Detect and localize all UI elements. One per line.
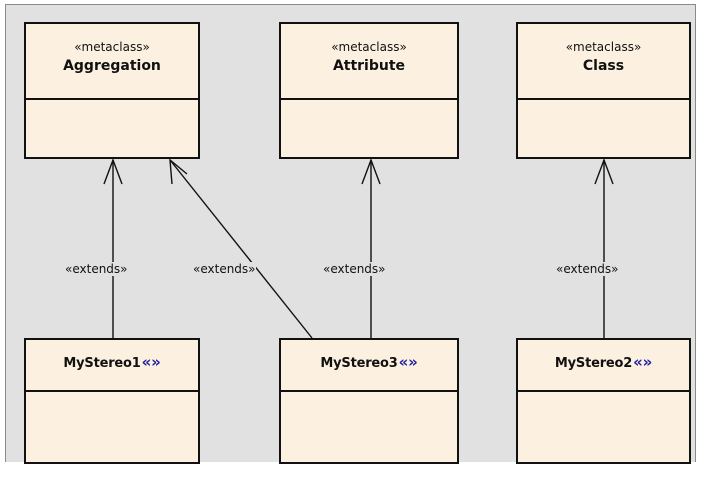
metaclass-attribute-header: «metaclass» Attribute bbox=[281, 24, 457, 100]
stereotype-mystereo3-header: MyStereo3«» bbox=[281, 340, 457, 392]
arrowhead-1 bbox=[103, 158, 123, 185]
arrowhead-2 bbox=[169, 158, 188, 185]
stereotype-mystereo1[interactable]: MyStereo1«» bbox=[24, 338, 200, 464]
stereotype-mystereo3[interactable]: MyStereo3«» bbox=[279, 338, 459, 464]
metaclass-name: Class bbox=[582, 58, 625, 74]
metaclass-stereotype-label: «metaclass» bbox=[74, 40, 150, 54]
extends-label-4: «extends» bbox=[556, 262, 619, 276]
extends-connector-2[interactable] bbox=[169, 159, 313, 339]
stereotype-name: MyStereo2 bbox=[554, 356, 633, 371]
metaclass-aggregation-header: «metaclass» Aggregation bbox=[26, 24, 198, 100]
extends-label-3: «extends» bbox=[323, 262, 386, 276]
stereotype-title: MyStereo3«» bbox=[281, 354, 457, 372]
stereotype-icon: «» bbox=[141, 353, 161, 371]
metaclass-stereotype-label: «metaclass» bbox=[565, 40, 642, 54]
stereotype-mystereo1-header: MyStereo1«» bbox=[26, 340, 198, 392]
metaclass-stereotype-label: «metaclass» bbox=[331, 40, 407, 54]
arrowhead-3 bbox=[361, 158, 381, 185]
stereotype-name: MyStereo3 bbox=[320, 356, 398, 371]
bottom-margin bbox=[0, 462, 705, 491]
extends-label-1: «extends» bbox=[65, 262, 128, 276]
metaclass-class-header: «metaclass» Class bbox=[518, 24, 689, 100]
stereotype-icon: «» bbox=[633, 353, 653, 371]
stereotype-icon: «» bbox=[398, 353, 418, 371]
stereotype-mystereo2[interactable]: MyStereo2«» bbox=[516, 338, 691, 464]
metaclass-aggregation[interactable]: «metaclass» Aggregation bbox=[24, 22, 200, 159]
extends-label-2: «extends» bbox=[193, 262, 256, 276]
metaclass-name: Aggregation bbox=[63, 58, 161, 74]
stereotype-name: MyStereo1 bbox=[63, 356, 141, 371]
stereotype-mystereo2-header: MyStereo2«» bbox=[518, 340, 689, 392]
stereotype-title: MyStereo2«» bbox=[518, 354, 689, 372]
metaclass-attribute[interactable]: «metaclass» Attribute bbox=[279, 22, 459, 159]
stereotype-title: MyStereo1«» bbox=[26, 354, 198, 372]
metaclass-class[interactable]: «metaclass» Class bbox=[516, 22, 691, 159]
arrowhead-4 bbox=[594, 158, 614, 185]
metaclass-name: Attribute bbox=[332, 58, 406, 74]
